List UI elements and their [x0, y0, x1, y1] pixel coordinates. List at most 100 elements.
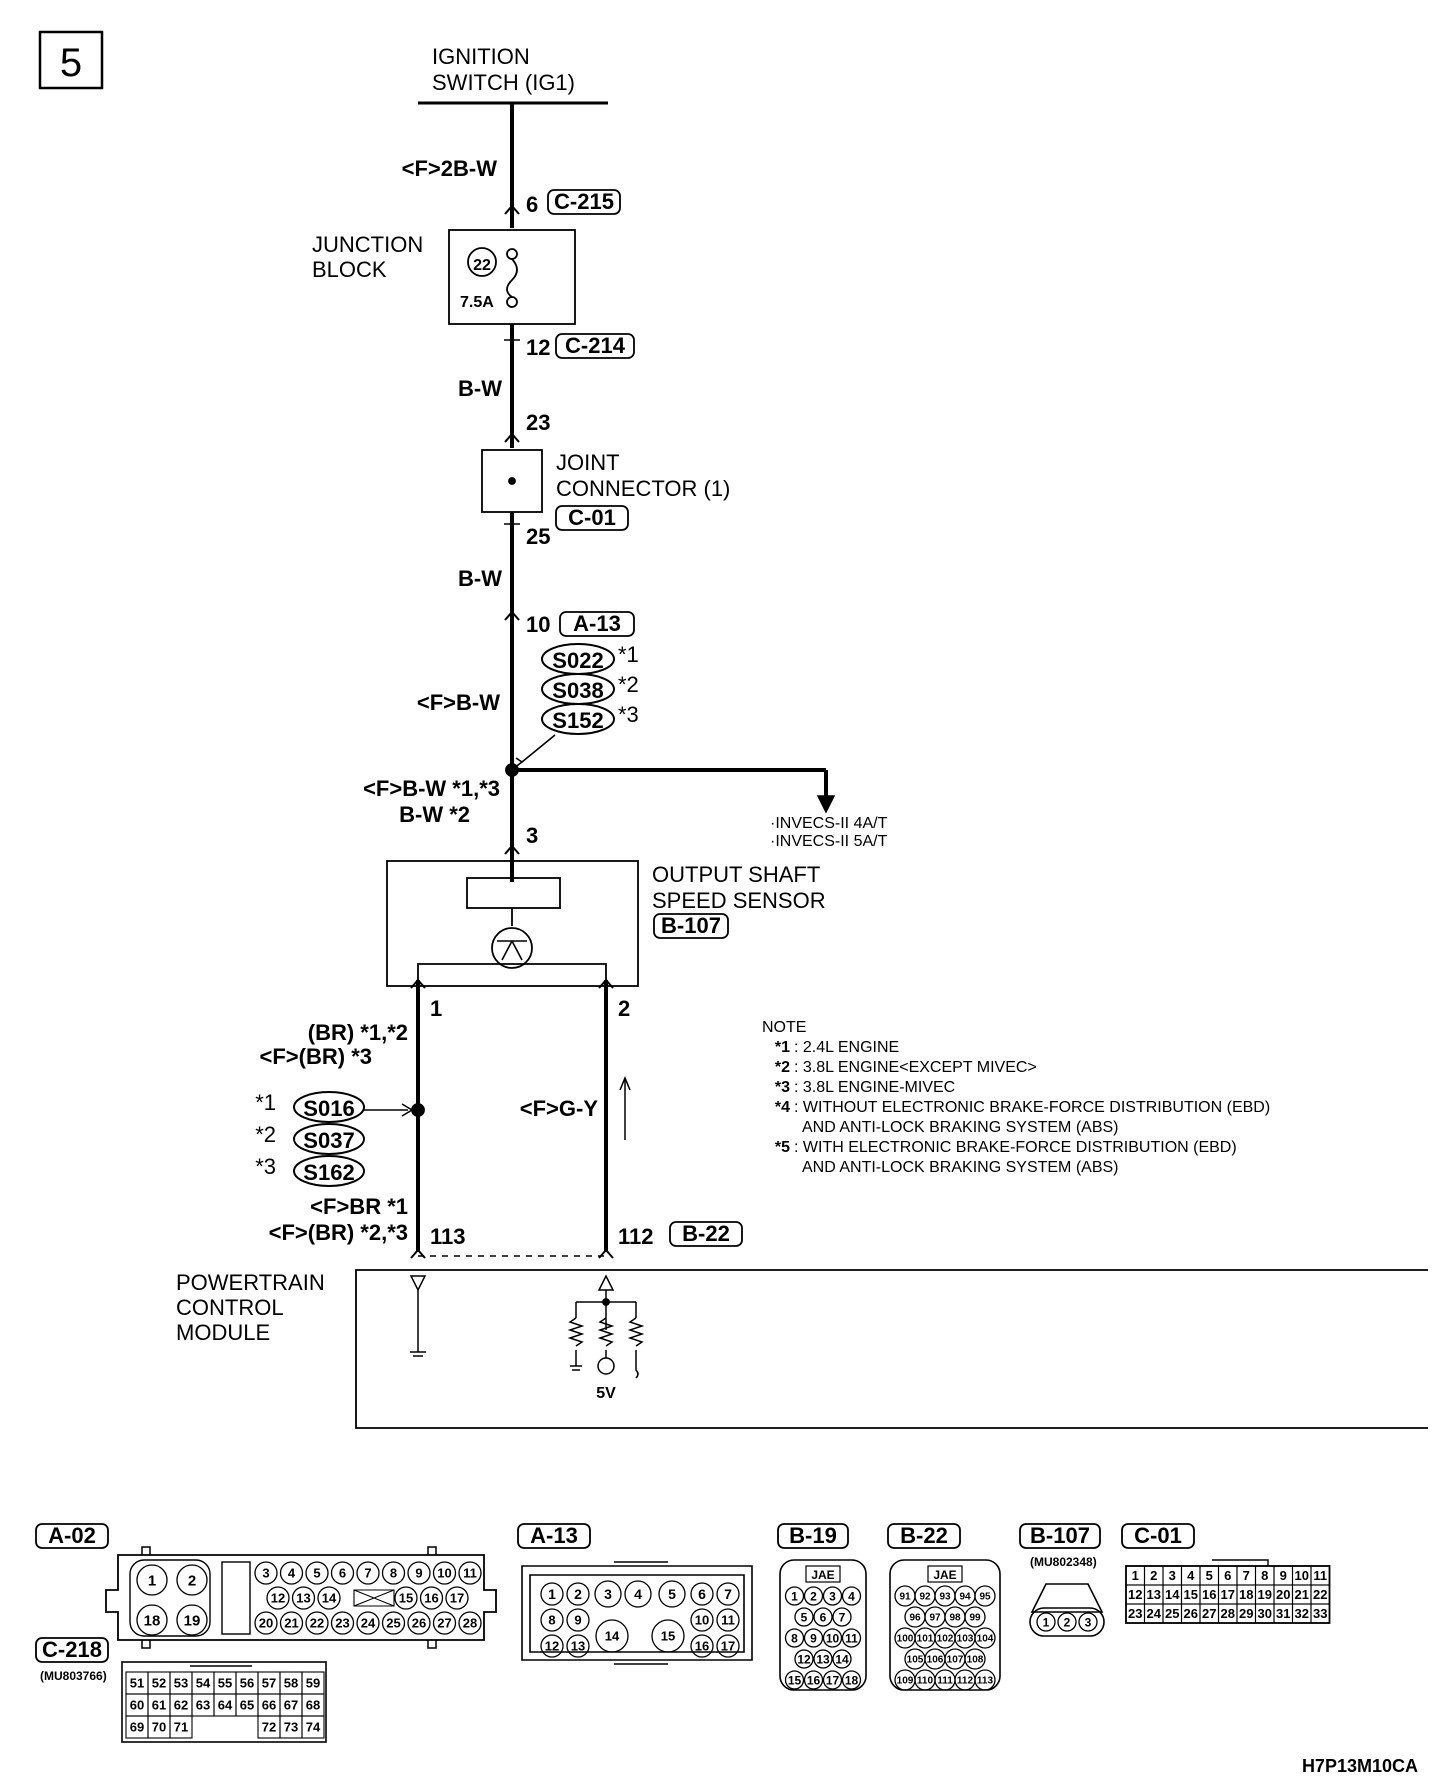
pin-113: 113: [430, 1224, 466, 1249]
a02-pin-11-circle: [458, 1561, 482, 1585]
pcm-label-3: MODULE: [176, 1320, 270, 1345]
b22-pin-101: 101: [917, 1634, 934, 1645]
fuse-rating: 7.5A: [460, 294, 494, 311]
b22-pin-97: 97: [929, 1613, 941, 1624]
a13-pin-11-circle: [716, 1608, 740, 1632]
b22-pin-105: 105: [907, 1655, 924, 1666]
c01-pin-4: 4: [1187, 1568, 1195, 1583]
a13-pin-5-circle: [658, 1580, 686, 1608]
b19-pin-8: 8: [791, 1631, 798, 1645]
b22-pin-100: 100: [897, 1634, 914, 1645]
note-key-1: *1: [775, 1039, 790, 1056]
pcm-resistor-3: [627, 1317, 645, 1347]
pin-12: 12: [526, 335, 550, 360]
c218-pin-66: 66: [262, 1698, 276, 1713]
note-text-4-cont: AND ANTI-LOCK BRAKING SYSTEM (ABS): [802, 1119, 1119, 1136]
b107-pin-1-circle: [1036, 1612, 1056, 1632]
c01-pin-9: 9: [1280, 1568, 1287, 1583]
b19-pin-10: 10: [826, 1631, 840, 1645]
c218-pin-57: 57: [262, 1676, 276, 1691]
a02-pin-26-circle: [407, 1611, 431, 1635]
sensor-output-bus: [417, 963, 607, 982]
connector-b22-frame: [669, 1221, 743, 1247]
connector-c01-frame: [555, 505, 629, 531]
a02-pin-8: 8: [390, 1566, 397, 1581]
joint-dot: [508, 477, 516, 485]
b22-pin-99: 99: [969, 1613, 981, 1624]
c01-pin-31: 31: [1276, 1606, 1290, 1621]
pcm-label-2: CONTROL: [176, 1295, 284, 1320]
splice-note-2: *2: [618, 672, 639, 697]
pin-6: 6: [526, 192, 538, 217]
a02-pin-24-circle: [356, 1611, 380, 1635]
b22-pin-91: 91: [899, 1592, 911, 1603]
wire-g-y-label: <F>G-Y: [520, 1096, 599, 1121]
c01-pin-10: 10: [1295, 1568, 1309, 1583]
connector-face-c218-outline: [121, 1661, 327, 1743]
a13-pin-8-circle: [540, 1608, 564, 1632]
a02-pin-24: 24: [361, 1616, 376, 1631]
b107-pin-2-circle: [1057, 1612, 1077, 1632]
b22-pin-107: 107: [947, 1655, 964, 1666]
wire-br-label-1: (BR) *1,*2: [308, 1020, 408, 1045]
connector-face-c01-outline: [1125, 1565, 1331, 1624]
b19-pin-11: 11: [845, 1631, 858, 1645]
a13-pin-14-circle: [595, 1619, 629, 1653]
a02-pin-27: 27: [437, 1616, 451, 1631]
c218-pin-56: 56: [240, 1676, 254, 1691]
diagram-code: H7P13M10CA: [1302, 1756, 1418, 1776]
a13-pin-5: 5: [668, 1586, 676, 1602]
b19-pin-6-circle: [813, 1607, 833, 1627]
a02-pin-4: 4: [288, 1566, 296, 1581]
a02-pin-2-circle: [176, 1564, 208, 1596]
b19-pin-2: 2: [810, 1589, 817, 1603]
b22-pin-108: 108: [967, 1655, 984, 1666]
a13-pin-13: 13: [571, 1639, 585, 1654]
c01-pin-26: 26: [1184, 1606, 1198, 1621]
c01-pin-13: 13: [1147, 1587, 1161, 1602]
connector-b107-frame: [653, 913, 729, 939]
a02-pin-26: 26: [412, 1616, 426, 1631]
wire-br-label-3: <F>BR *1: [310, 1194, 408, 1219]
b19-pin-3-circle: [822, 1586, 843, 1606]
fuse-terminal-top: [506, 248, 518, 260]
b22-pin-104-circle: [974, 1627, 996, 1649]
a13-pin-2: 2: [574, 1586, 582, 1602]
c218-part-number: (MU803766): [40, 1669, 107, 1683]
a02-pin-23-circle: [330, 1611, 355, 1635]
splice-lower-dot: [411, 1103, 425, 1117]
c218-pin-71: 71: [174, 1720, 188, 1735]
pin-2: 2: [618, 996, 630, 1021]
a13-pin-16: 16: [695, 1639, 709, 1654]
c01-pin-16: 16: [1202, 1587, 1216, 1602]
joint-connector-label-2: CONNECTOR (1): [556, 476, 730, 501]
splice-s152-oval: [541, 703, 615, 735]
a02-pin-11: 11: [463, 1566, 477, 1581]
note-text-2: : 3.8L ENGINE<EXCEPT MIVEC>: [794, 1059, 1037, 1076]
connector-c215: C-215: [554, 189, 614, 214]
b22-pin-106: 106: [927, 1655, 944, 1666]
fuse-element: [506, 258, 518, 298]
b22-pin-94: 94: [959, 1592, 971, 1603]
c01-pin-24: 24: [1147, 1606, 1162, 1621]
pcm-bias-bus: [575, 1301, 637, 1318]
b19-pin-11-circle: [841, 1628, 862, 1648]
wire-color-b-w-2: B-W: [458, 566, 502, 591]
connector-c215-chevron: [504, 204, 520, 215]
connector-face-a02-id: A-02: [48, 1523, 96, 1548]
a02-pin-9-circle: [407, 1561, 431, 1585]
connector-face-a02-key: [221, 1561, 251, 1635]
b107-part-number: (MU802348): [1030, 1555, 1097, 1569]
connector-face-a13-id-frame: [517, 1523, 591, 1549]
b19-pin-16-circle: [803, 1670, 824, 1690]
b19-pin-17-circle: [822, 1670, 843, 1690]
connector-face-b107-id: B-107: [1030, 1523, 1090, 1548]
connector-c214: C-214: [565, 333, 626, 358]
wire-color-b-w-1: B-W: [458, 376, 502, 401]
splice-s037: S037: [303, 1128, 354, 1153]
b19-pin-4: 4: [848, 1589, 855, 1603]
pcm-label: POWERTRAIN: [176, 1270, 325, 1295]
b22-pin-93: 93: [939, 1592, 951, 1603]
a02-pin-7-circle: [356, 1561, 380, 1585]
a02-pin-9: 9: [415, 1566, 422, 1581]
